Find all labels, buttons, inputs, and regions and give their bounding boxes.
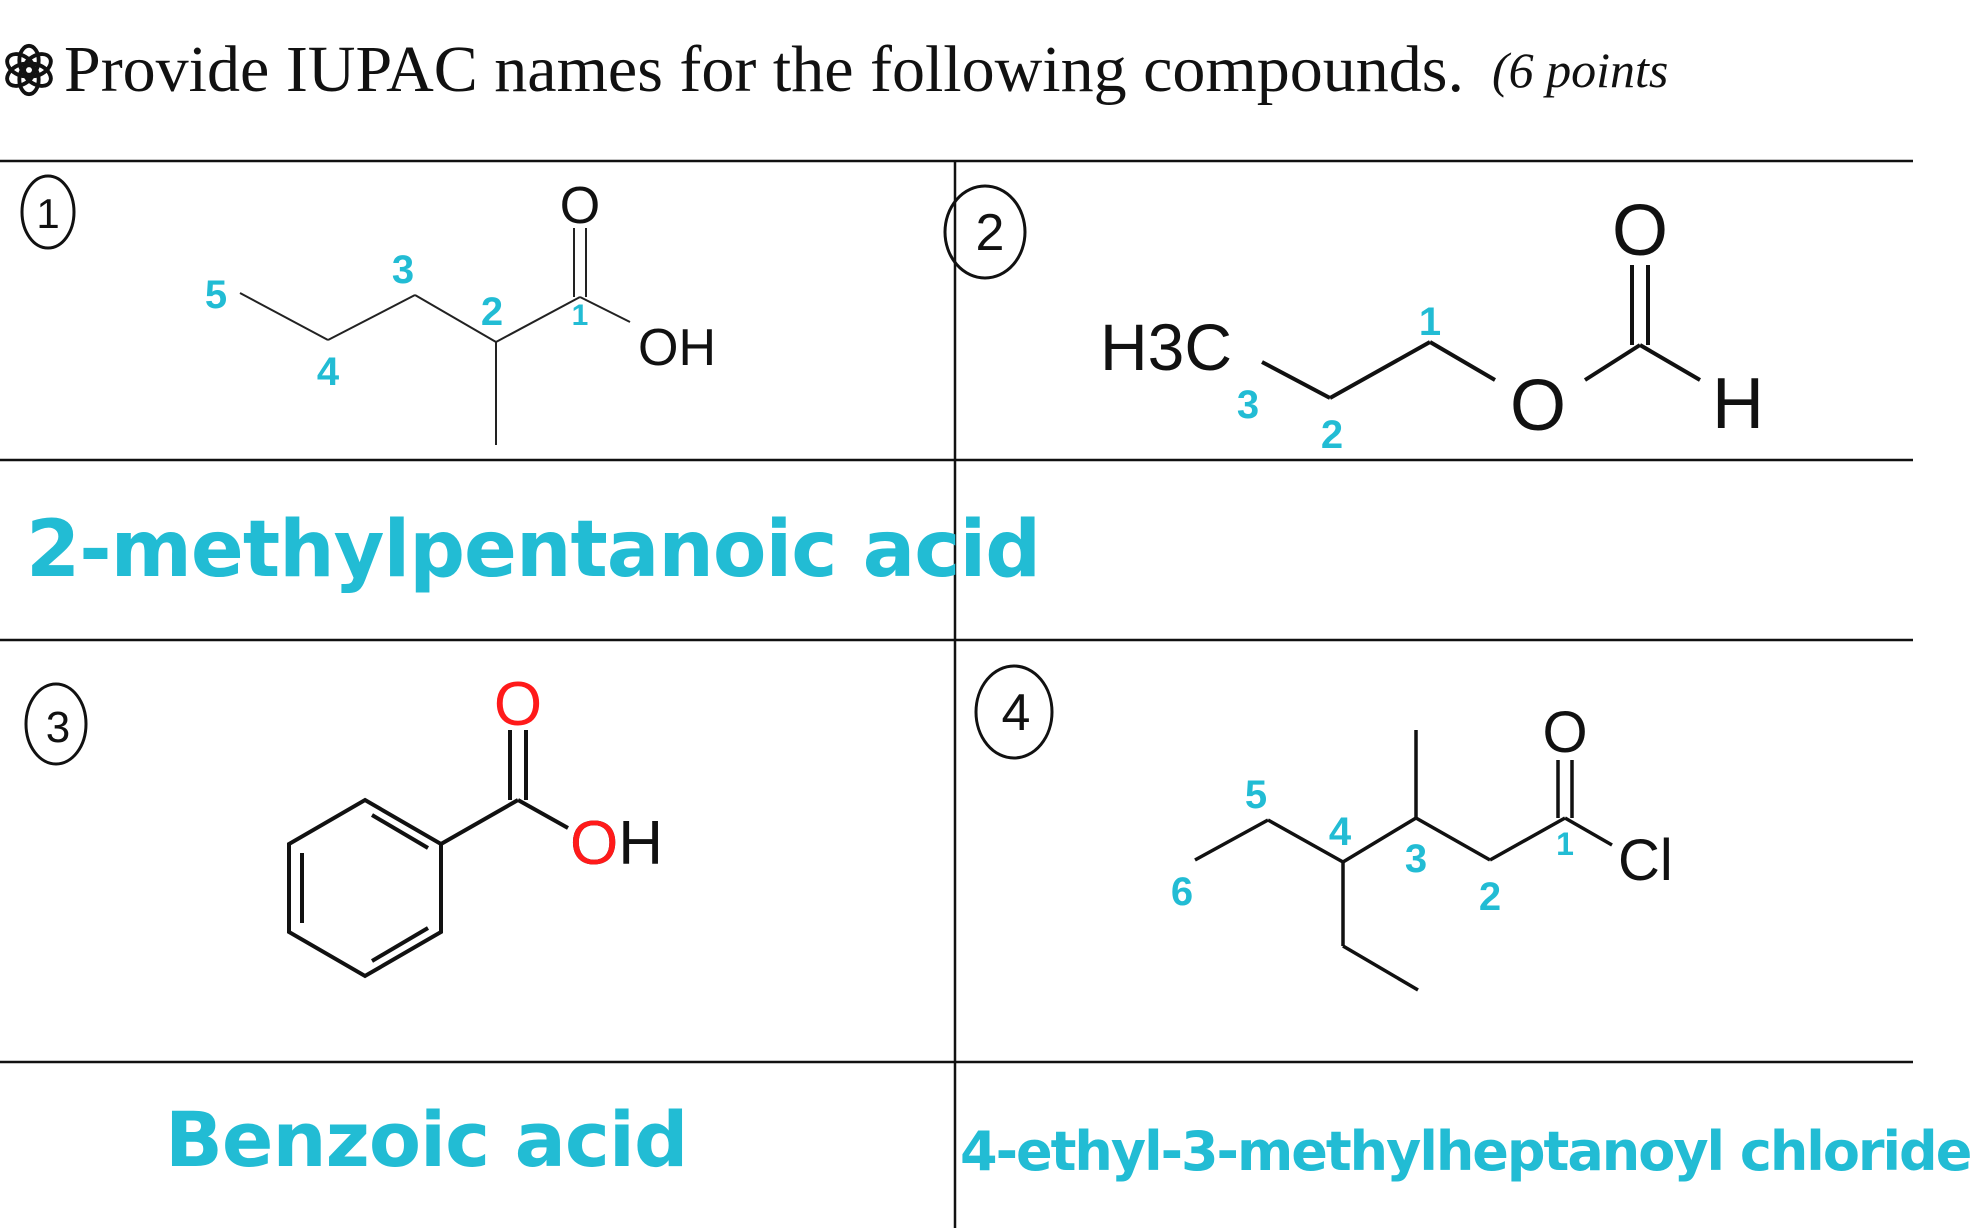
compound-3-hydroxyl-oxygen-highlight: O [570, 809, 618, 878]
table-grid-lines [0, 159, 1913, 1228]
compound-2-number-circle: 2 [943, 184, 1027, 280]
compound-4-carbon-numbers: 6 5 4 3 2 1 [1171, 773, 1574, 919]
compound-1: 1 O OH 5 4 3 2 1 [20, 174, 716, 445]
compound-4-chlorine: Cl [1618, 828, 1673, 893]
question-header: Provide IUPAC names for the following co… [0, 30, 1668, 110]
compound-1-oxygen: O [560, 177, 600, 235]
svg-text:5: 5 [205, 273, 227, 317]
compound-3-answer: Benzoic acid [165, 1095, 688, 1184]
svg-text:4: 4 [1329, 810, 1352, 854]
compound-4-oxygen: O [1542, 700, 1587, 765]
svg-text:4: 4 [317, 350, 340, 394]
svg-text:3: 3 [1405, 837, 1427, 881]
compound-3: 3 O OH O [24, 670, 663, 979]
svg-text:3: 3 [392, 248, 414, 292]
compound-3-oxygen: O [494, 670, 542, 739]
compound-2-methyl-group: H3C [1100, 310, 1232, 384]
svg-text:3: 3 [46, 703, 70, 752]
compound-1-hydroxyl: OH [638, 319, 716, 377]
svg-text:4: 4 [1002, 684, 1031, 742]
svg-text:1: 1 [36, 190, 59, 237]
compound-4-number-circle: 4 [974, 664, 1054, 760]
svg-text:2: 2 [481, 290, 503, 334]
svg-text:1: 1 [1556, 826, 1574, 862]
compound-4-answer: 4-ethyl-3-methylheptanoyl chloride [960, 1120, 1970, 1183]
compound-1-skeleton [239, 228, 631, 445]
compound-3-number-circle: 3 [24, 682, 88, 766]
question-title: Provide IUPAC names for the following co… [64, 33, 1464, 106]
compound-2-carbon-numbers: 3 2 1 [1237, 300, 1441, 457]
svg-text:2: 2 [976, 204, 1005, 262]
compound-2-ester-oxygen: O [1510, 366, 1566, 446]
compound-4: 4 O Cl 6 5 4 3 2 1 [974, 664, 1673, 992]
svg-text:3: 3 [1237, 383, 1259, 427]
svg-text:6: 6 [1171, 870, 1193, 914]
compound-3-carboxyl-bonds [440, 730, 569, 846]
svg-text:1: 1 [1419, 300, 1441, 344]
compound-1-number-circle: 1 [20, 174, 76, 250]
compound-3-hydroxyl: OH [570, 809, 663, 878]
compound-2-skeleton [1261, 265, 1702, 400]
compound-4-skeleton [1194, 730, 1613, 992]
chatgpt-logo-icon [5, 43, 53, 97]
compound-2-carbonyl-oxygen: O [1612, 191, 1668, 271]
compound-2: 2 H3C O O H 3 2 1 [943, 184, 1764, 457]
compound-1-carbon-numbers: 5 4 3 2 1 [205, 248, 588, 394]
svg-text:1: 1 [572, 299, 589, 332]
compound-3-benzene-ring [287, 797, 443, 979]
compound-1-answer: 2-methylpentanoic acid [26, 505, 1041, 595]
compound-table: 1 O OH 5 4 3 2 1 2 H3C [0, 159, 1913, 1228]
compound-2-hydrogen: H [1712, 364, 1764, 444]
svg-text:5: 5 [1245, 773, 1267, 817]
svg-text:2: 2 [1479, 875, 1501, 919]
question-points: (6 points [1491, 42, 1669, 98]
svg-text:2: 2 [1321, 413, 1343, 457]
